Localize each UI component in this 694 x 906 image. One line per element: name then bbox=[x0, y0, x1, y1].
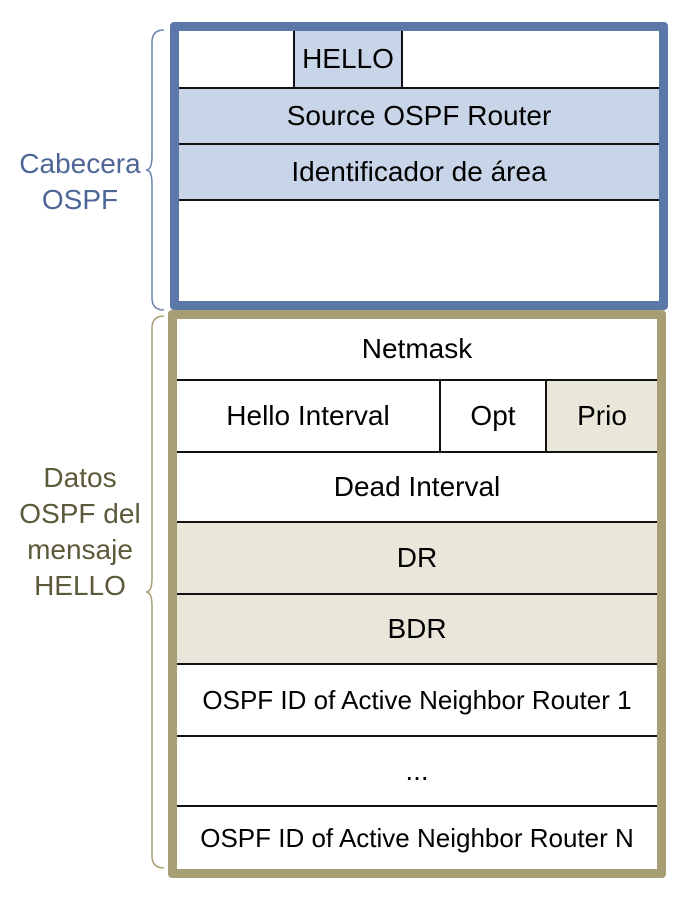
area-id-label: Identificador de área bbox=[291, 156, 547, 187]
netmask-row: Netmask bbox=[177, 319, 657, 381]
source-router-label: Source OSPF Router bbox=[286, 100, 552, 131]
ellipsis-label: ... bbox=[405, 755, 429, 786]
ospf-data-box: Netmask Hello Interval Opt Prio Dead Int… bbox=[168, 310, 666, 878]
ospf-data-label-line-4: HELLO bbox=[34, 570, 126, 601]
dr-row: DR bbox=[177, 523, 657, 595]
neighbor-n-label: OSPF ID of Active Neighbor Router N bbox=[200, 822, 634, 853]
packet-type-row: HELLO bbox=[179, 31, 659, 89]
data-brace bbox=[146, 315, 165, 869]
netmask-label: Netmask bbox=[361, 333, 473, 364]
header-brace bbox=[146, 29, 165, 311]
ospf-data-label-line-1: Datos bbox=[43, 462, 117, 493]
ospf-header-label-line-1: Cabecera bbox=[19, 148, 141, 179]
neighbor-n-row: OSPF ID of Active Neighbor Router N bbox=[177, 807, 657, 869]
opt-cell: Opt bbox=[441, 381, 547, 451]
bdr-row: BDR bbox=[177, 595, 657, 665]
dr-label: DR bbox=[396, 542, 438, 573]
interval-options-row: Hello Interval Opt Prio bbox=[177, 381, 657, 453]
ospf-header-box: HELLO Source OSPF Router Identificador d… bbox=[170, 22, 668, 310]
source-router-row: Source OSPF Router bbox=[179, 89, 659, 145]
hello-type-label: HELLO bbox=[302, 43, 394, 74]
hello-type-cell: HELLO bbox=[293, 31, 403, 87]
dead-interval-row: Dead Interval bbox=[177, 453, 657, 523]
bdr-label: BDR bbox=[387, 613, 447, 644]
ospf-header-label: Cabecera OSPF bbox=[10, 146, 150, 218]
ospf-data-label: Datos OSPF del mensaje HELLO bbox=[10, 460, 150, 604]
hello-interval-cell: Hello Interval bbox=[177, 381, 441, 451]
ellipsis-row: ... bbox=[177, 737, 657, 807]
ospf-data-label-line-3: mensaje bbox=[27, 534, 133, 565]
area-id-row: Identificador de área bbox=[179, 145, 659, 201]
dead-interval-label: Dead Interval bbox=[333, 471, 501, 502]
ospf-data-label-line-2: OSPF del bbox=[19, 498, 141, 529]
prio-cell: Prio bbox=[547, 381, 657, 451]
opt-label: Opt bbox=[470, 400, 516, 431]
neighbor-1-label: OSPF ID of Active Neighbor Router 1 bbox=[202, 684, 632, 715]
ospf-header-label-line-2: OSPF bbox=[41, 184, 119, 215]
prio-label: Prio bbox=[577, 400, 627, 431]
hello-interval-label: Hello Interval bbox=[226, 400, 390, 431]
neighbor-1-row: OSPF ID of Active Neighbor Router 1 bbox=[177, 665, 657, 737]
